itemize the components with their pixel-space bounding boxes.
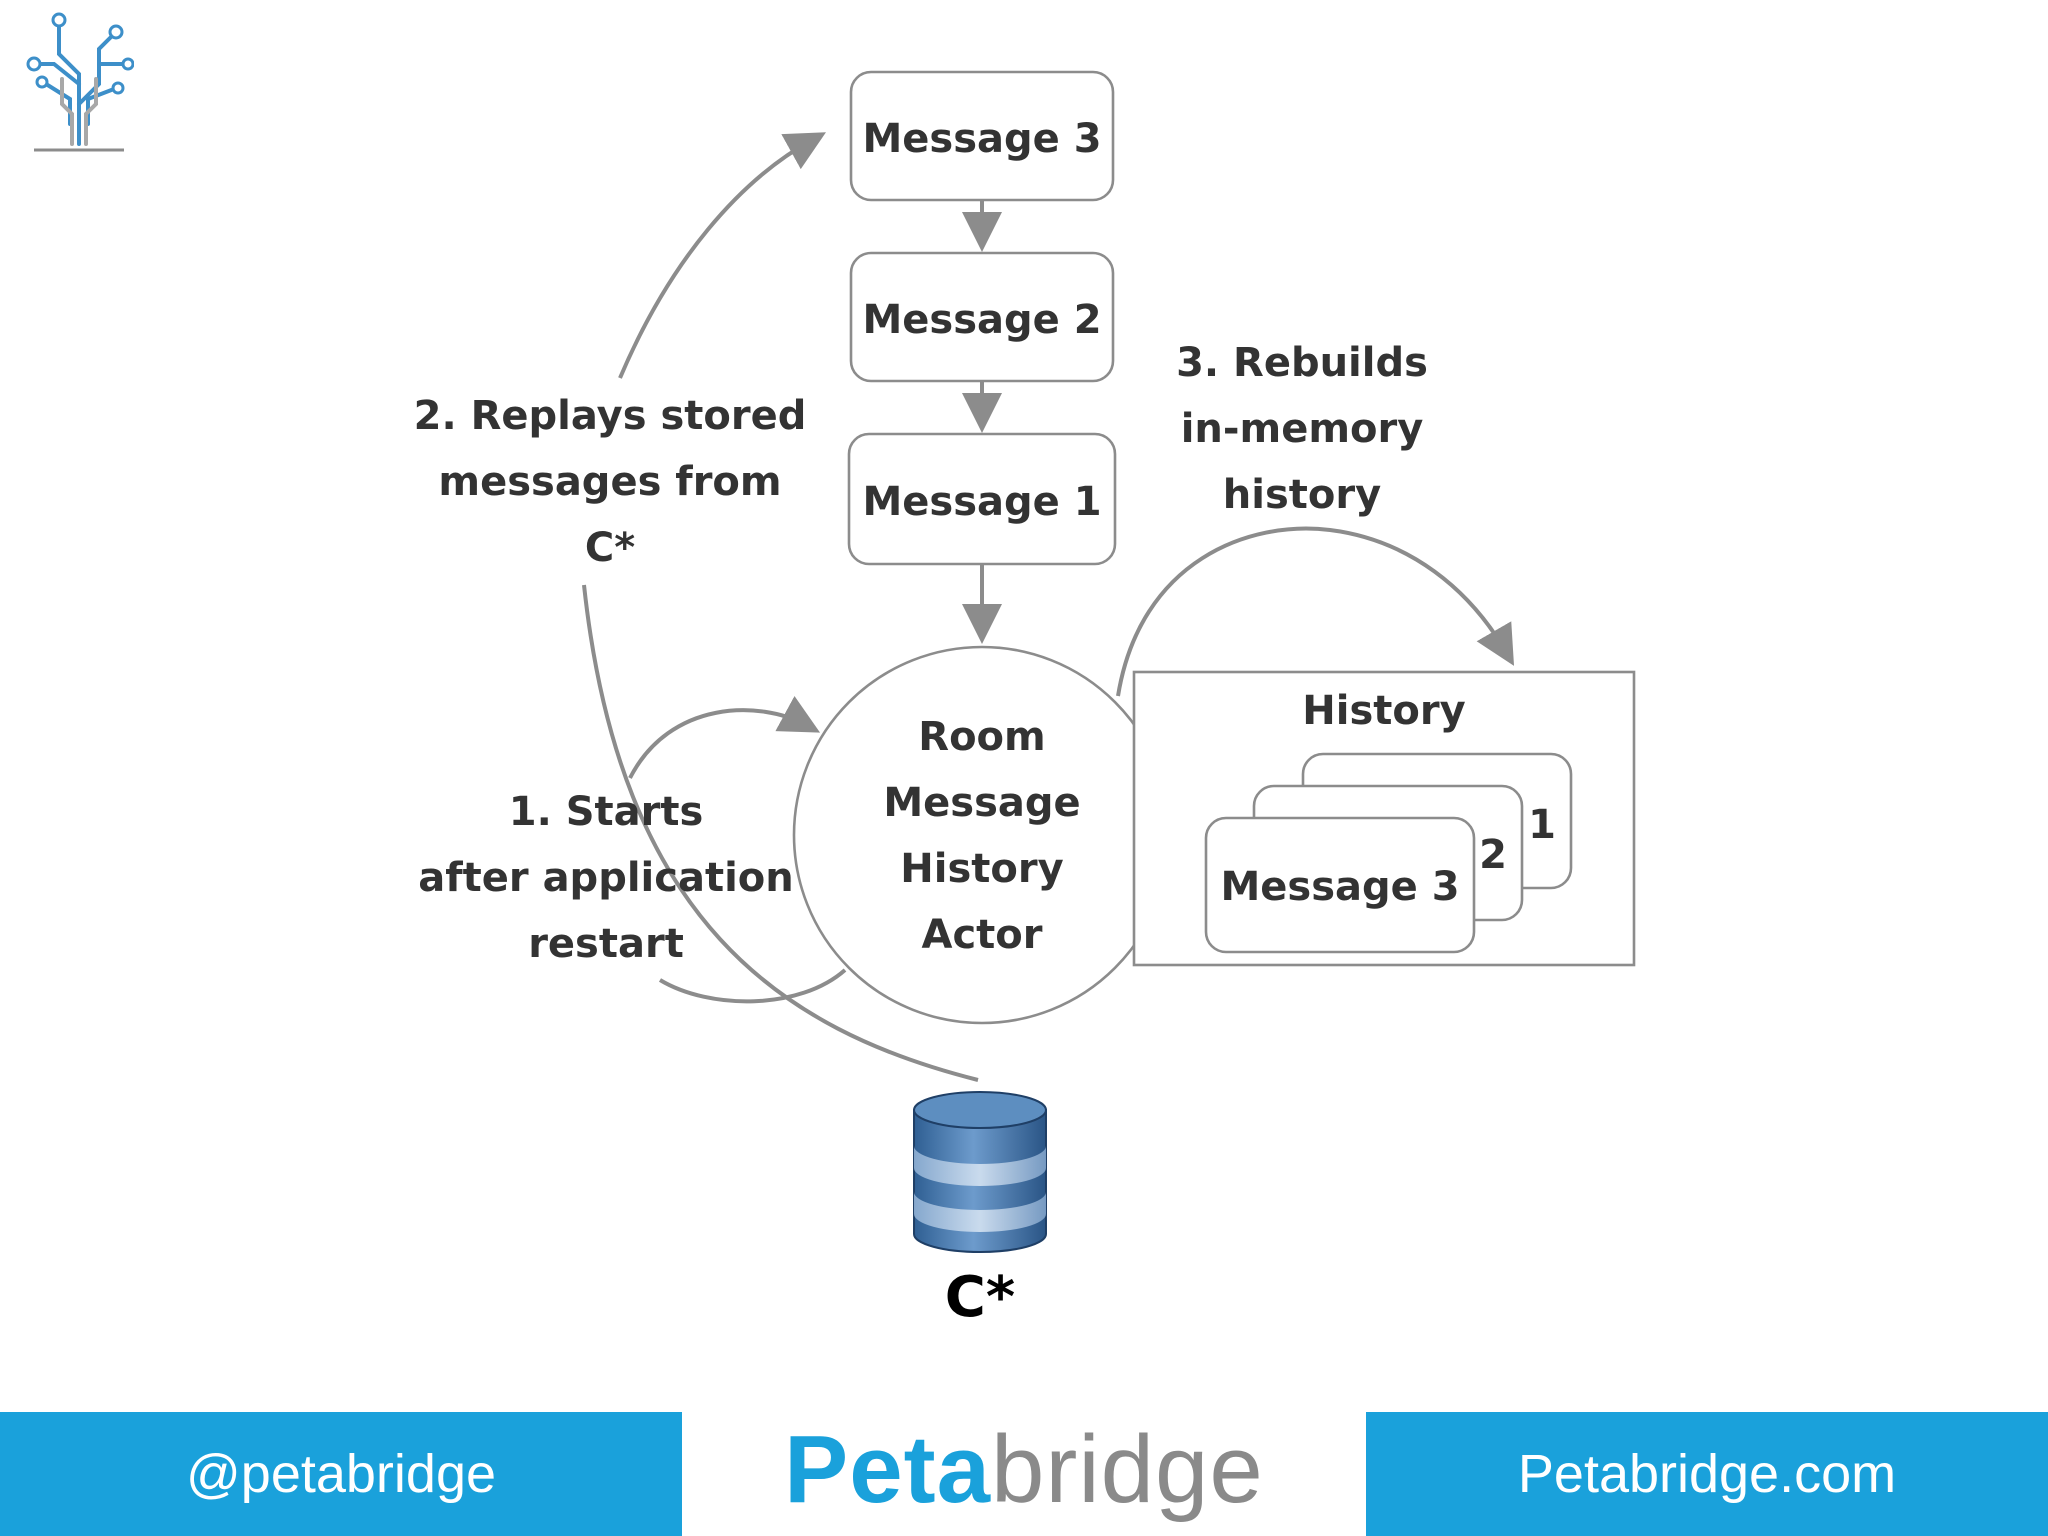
restart-loop-arrow [628, 695, 821, 779]
history-card-mid-label: 2 [1479, 832, 1507, 878]
actor-line-3: History [900, 846, 1063, 892]
actor-line-2: Message [883, 780, 1080, 826]
message-1-label: Message 1 [862, 479, 1101, 525]
step-1-label: 1. Starts after application restart [418, 789, 793, 967]
footer: @petabridge Petabridge Petabridge.com [0, 1412, 2048, 1536]
svg-text:restart: restart [528, 921, 684, 967]
svg-text:in-memory: in-memory [1181, 406, 1424, 452]
footer-brand-logo: Petabridge [682, 1412, 1366, 1536]
svg-text:3. Rebuilds: 3. Rebuilds [1176, 340, 1428, 386]
restart-loop-tail [658, 968, 847, 1004]
circuit-tree-icon [26, 12, 134, 152]
brand-part-1: Peta [784, 1416, 991, 1523]
message-3-box: Message 3 [849, 70, 1115, 202]
actor-line-1: Room [918, 714, 1045, 760]
svg-text:1. Starts: 1. Starts [509, 789, 704, 835]
replay-arrow-lower [582, 584, 979, 1082]
step-2-label: 2. Replays stored messages from C* [414, 393, 807, 571]
message-2-box: Message 2 [849, 251, 1115, 383]
brand-part-2: bridge [990, 1416, 1264, 1523]
footer-website-link[interactable]: Petabridge.com [1366, 1412, 2048, 1536]
history-card-back-label: 1 [1528, 802, 1556, 848]
message-1-box: Message 1 [847, 432, 1117, 566]
svg-text:after application: after application [418, 855, 793, 901]
actor-line-4: Actor [922, 912, 1043, 958]
history-card-front-label: Message 3 [1220, 864, 1459, 910]
database-label: C* [945, 1265, 1015, 1330]
rebuild-arrow [1116, 526, 1515, 697]
history-box: History 1 2 Message 3 [1132, 670, 1636, 967]
svg-text:C*: C* [585, 525, 635, 571]
database-cylinder-icon [913, 1091, 1047, 1253]
history-title: History [1302, 688, 1465, 734]
message-3-label: Message 3 [862, 116, 1101, 162]
svg-text:2. Replays stored: 2. Replays stored [414, 393, 807, 439]
message-2-label: Message 2 [862, 297, 1101, 343]
svg-text:history: history [1223, 472, 1381, 518]
footer-twitter[interactable]: @petabridge [0, 1412, 682, 1536]
svg-text:messages from: messages from [438, 459, 781, 505]
step-3-label: 3. Rebuilds in-memory history [1176, 340, 1428, 518]
history-card-front [1204, 816, 1476, 954]
replay-arrow-upper [618, 132, 826, 379]
room-message-history-actor: Room Message History Actor [792, 645, 1172, 1025]
